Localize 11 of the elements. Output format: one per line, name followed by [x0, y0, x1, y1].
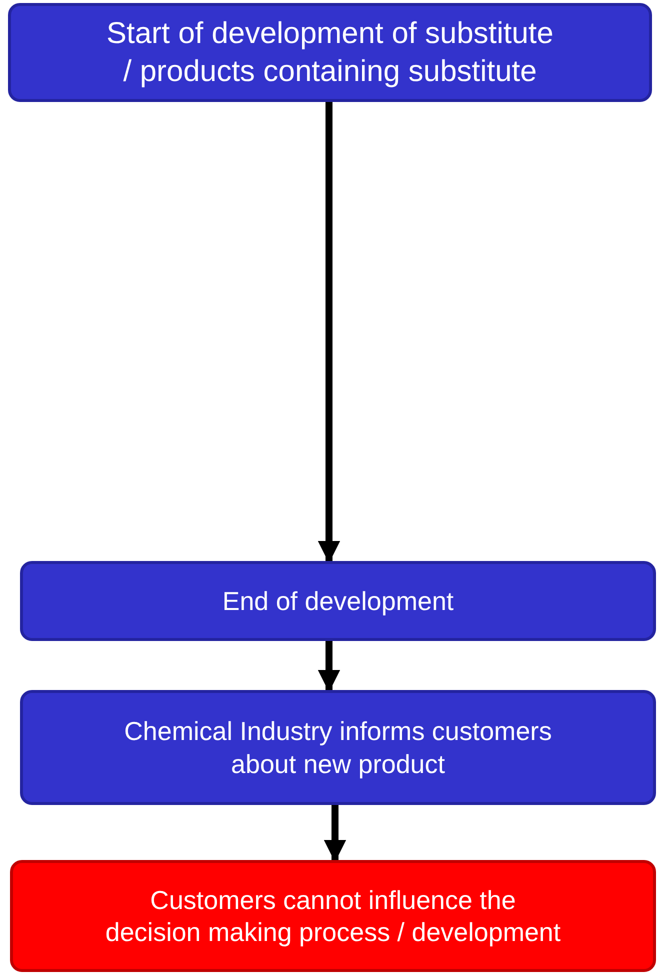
box-text: Start of development of substitute / products containing substitute	[106, 16, 554, 90]
process-box	[8, 3, 652, 102]
arrow	[318, 641, 340, 692]
box-text: Customers cannot influence the decision making process / development	[104, 884, 562, 948]
process-box	[20, 690, 656, 805]
box-text: End of development	[222, 584, 454, 618]
process-box	[20, 561, 656, 641]
alert-box	[10, 860, 656, 972]
arrow	[324, 805, 346, 862]
box-text: Chemical Industry informs customers about new product	[123, 715, 553, 780]
arrow	[318, 102, 340, 564]
